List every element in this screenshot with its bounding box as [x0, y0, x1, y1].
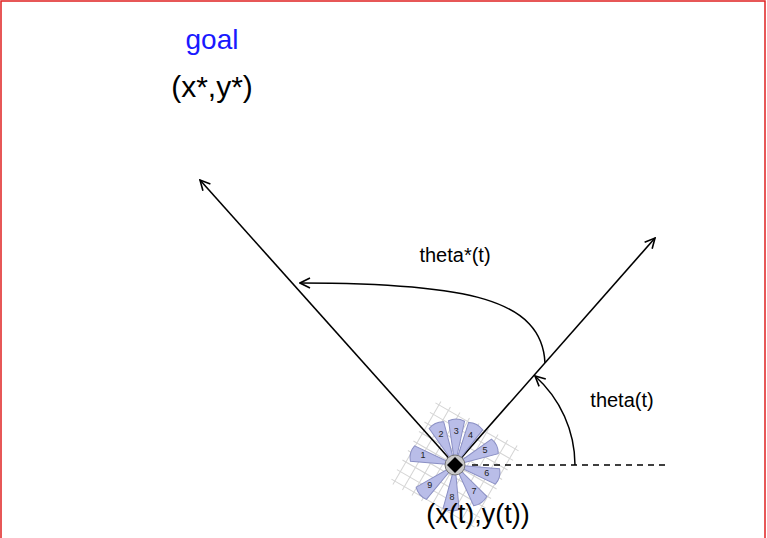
sensor-ring — [408, 419, 501, 512]
callout-number: 2 — [439, 430, 444, 440]
callout-number: 4 — [468, 431, 473, 441]
coordinate-label: (x(t),y(t)) — [426, 500, 529, 530]
callout-number: 9 — [427, 481, 432, 491]
heading-arrow — [455, 238, 655, 465]
coordinate-label: (x*,y*) — [171, 70, 253, 103]
theta-star-arc — [300, 283, 545, 363]
callout-number: 6 — [484, 469, 489, 479]
callout-number: 3 — [454, 427, 459, 437]
goal-arrow — [200, 180, 455, 465]
angle-label: theta*(t) — [419, 244, 490, 266]
callout-number: 5 — [482, 446, 487, 456]
reference-axis — [472, 464, 665, 465]
callout-number: 1 — [421, 452, 426, 462]
angle-label: theta(t) — [590, 389, 653, 411]
callout-number: 7 — [471, 487, 476, 497]
goal-label: goal — [186, 25, 239, 56]
robot-body — [445, 455, 465, 475]
theta-arc — [535, 376, 575, 465]
